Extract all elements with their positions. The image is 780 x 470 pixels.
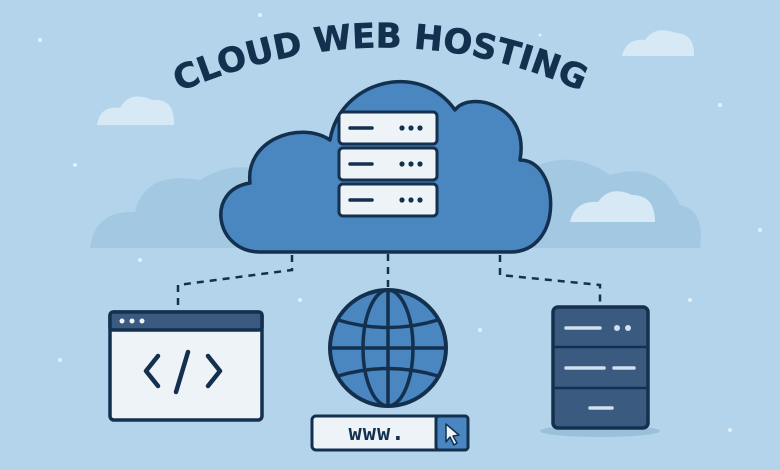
connector-lines	[176, 228, 602, 310]
small-clouds	[97, 30, 695, 222]
code-window-icon	[108, 310, 264, 422]
server-tower-icon	[540, 305, 660, 437]
address-bar-text: www.	[348, 420, 406, 446]
globe-icon	[328, 288, 448, 408]
server-stack-icon	[337, 110, 439, 218]
cursor-icon	[445, 423, 460, 446]
address-bar	[310, 414, 470, 452]
sparkle-dots	[38, 13, 762, 432]
